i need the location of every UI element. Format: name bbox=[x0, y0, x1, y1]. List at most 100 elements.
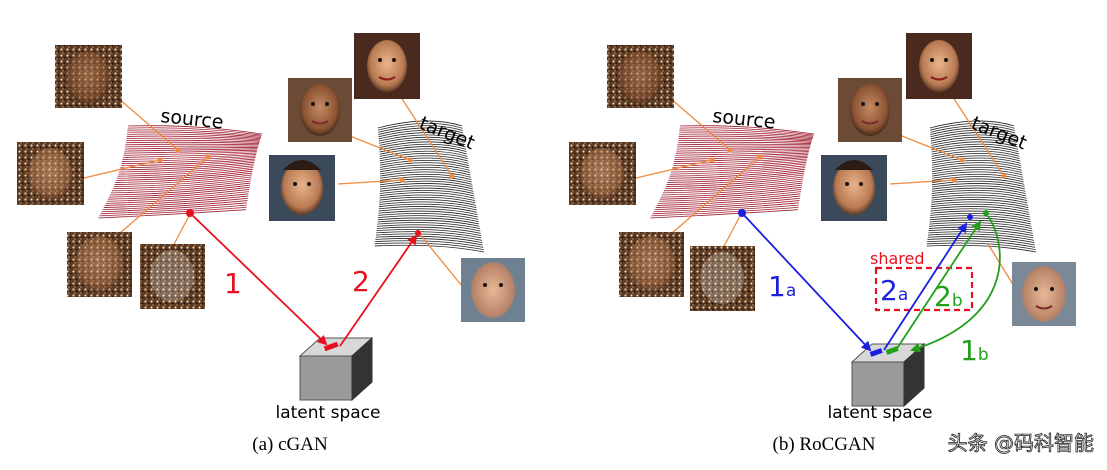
manifold-stripe bbox=[926, 244, 1037, 253]
manifold-stripe bbox=[115, 172, 253, 183]
latent-box bbox=[298, 336, 374, 402]
manifold-stripe bbox=[379, 139, 466, 146]
manifold-stripe bbox=[379, 155, 469, 162]
manifold-stripe bbox=[931, 139, 1018, 146]
manifold-stripe bbox=[377, 219, 480, 227]
manifold-stripe bbox=[126, 139, 260, 143]
manifold-stripe bbox=[658, 191, 801, 202]
manifold-stripe bbox=[677, 145, 811, 148]
manifold-stripe bbox=[663, 180, 803, 192]
manifold-stripe bbox=[125, 145, 259, 148]
shared-label: shared bbox=[870, 249, 925, 268]
manifold-stripe bbox=[378, 203, 477, 211]
manifold-stripe bbox=[932, 164, 1022, 171]
source-manifold bbox=[650, 125, 815, 219]
caption-a: (a) cGAN bbox=[252, 434, 328, 455]
manifold-stripe bbox=[100, 204, 247, 215]
manifold-stripe bbox=[930, 122, 1015, 131]
manifold-stripe bbox=[378, 129, 464, 138]
clean-face-thumbnail bbox=[269, 155, 335, 221]
manifold-stripe bbox=[675, 151, 809, 156]
manifold-stripe bbox=[927, 233, 1035, 241]
manifold-stripe bbox=[374, 244, 485, 253]
latent-space-label: latent space bbox=[828, 403, 933, 423]
manifold-stripe bbox=[379, 153, 468, 160]
manifold-stripe bbox=[930, 125, 1015, 133]
manifold-stripe bbox=[378, 210, 478, 218]
manifold-stripe bbox=[116, 168, 253, 179]
manifold-stripe bbox=[653, 202, 800, 213]
manifold-stripe bbox=[672, 160, 807, 169]
manifold-stripe bbox=[930, 132, 1017, 140]
target-manifold bbox=[374, 120, 485, 253]
manifold-stripe bbox=[666, 174, 804, 185]
manifold-stripe bbox=[127, 127, 262, 136]
manifold-stripe bbox=[928, 228, 1034, 237]
manifold-stripe bbox=[926, 242, 1036, 251]
manifold-stripe bbox=[678, 137, 812, 142]
manifold-stripe bbox=[931, 183, 1026, 190]
manifold-stripe bbox=[930, 127, 1016, 135]
manifold-stripe bbox=[662, 182, 803, 194]
manifold-stripe bbox=[931, 187, 1026, 195]
manifold-stripe bbox=[124, 147, 259, 150]
manifold-stripe bbox=[103, 197, 248, 208]
manifold-stripe bbox=[127, 125, 263, 135]
latent-box bbox=[850, 342, 926, 408]
manifold-stripe bbox=[377, 222, 481, 230]
manifold-stripe bbox=[125, 143, 259, 146]
manifold-stripe bbox=[101, 202, 248, 213]
manifold-stripe bbox=[927, 240, 1036, 248]
manifold-stripe bbox=[379, 162, 470, 169]
manifold-stripe bbox=[377, 217, 480, 225]
manifold-stripe bbox=[120, 160, 255, 169]
manifold-stripe bbox=[664, 178, 804, 190]
source-manifold bbox=[98, 125, 263, 219]
manifold-stripe bbox=[661, 184, 803, 196]
manifold-stripe bbox=[378, 125, 463, 133]
manifold-stripe bbox=[931, 159, 1022, 167]
manifold-stripe bbox=[378, 127, 464, 135]
manifold-points bbox=[709, 147, 1007, 183]
latent-space-label: latent space bbox=[276, 403, 381, 423]
manifold-stripe bbox=[379, 157, 469, 164]
manifold-stripe bbox=[679, 125, 815, 135]
noisy-face-thumbnail bbox=[55, 45, 122, 108]
clean-face-thumbnail bbox=[461, 258, 525, 322]
noisy-face-thumbnail bbox=[569, 142, 636, 205]
noisy-face-thumbnail bbox=[140, 244, 205, 309]
manifold-stripe bbox=[123, 151, 257, 156]
manifold-stripe bbox=[102, 200, 248, 211]
manifold-stripe bbox=[111, 180, 251, 192]
manifold-stripe bbox=[927, 235, 1035, 244]
noisy-face-thumbnail bbox=[619, 232, 684, 297]
manifold-stripe bbox=[375, 240, 484, 248]
manifold-stripe bbox=[379, 150, 468, 157]
manifold-stripe bbox=[379, 192, 475, 199]
manifold-stripe bbox=[677, 143, 811, 146]
manifold-stripe bbox=[123, 149, 258, 154]
manifold-stripe bbox=[932, 173, 1024, 181]
arrow-2a-label: 2a bbox=[880, 274, 908, 307]
manifold-stripe bbox=[378, 206, 478, 213]
noisy-face-thumbnail bbox=[607, 45, 674, 108]
manifold-stripe bbox=[931, 146, 1019, 153]
manifold-stripe bbox=[121, 157, 256, 165]
manifold-stripe bbox=[676, 147, 811, 150]
manifold-stripe bbox=[678, 133, 813, 140]
manifold-stripe bbox=[379, 180, 473, 188]
manifold-stripe bbox=[931, 199, 1028, 206]
manifold-stripe bbox=[931, 196, 1028, 204]
arrow-1a bbox=[741, 212, 872, 352]
manifold-stripe bbox=[932, 166, 1023, 174]
manifold-stripe bbox=[378, 122, 463, 131]
manifold-stripe bbox=[930, 136, 1017, 144]
manifold-stripe bbox=[650, 209, 799, 219]
arrow-1b-label: 1b bbox=[960, 334, 989, 367]
manifold-stripe bbox=[930, 206, 1030, 213]
manifold-stripe bbox=[932, 171, 1024, 178]
manifold-stripe bbox=[374, 242, 484, 251]
manifold-stripe bbox=[375, 235, 483, 244]
manifold-stripe bbox=[930, 208, 1030, 216]
manifold-stripe bbox=[673, 155, 808, 162]
